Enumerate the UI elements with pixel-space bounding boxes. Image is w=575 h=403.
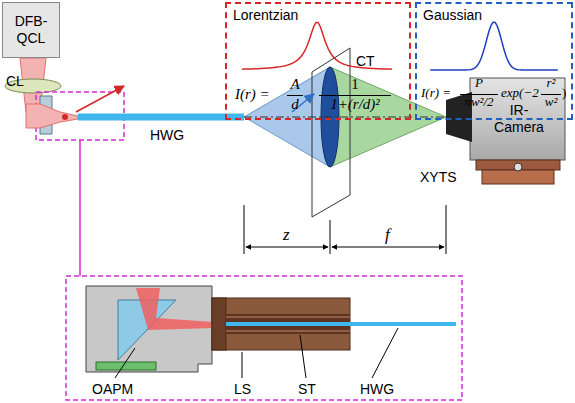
formula-part: 1+(r/d)² [330, 96, 380, 113]
leader-lines [115, 328, 398, 378]
detail-leader [79, 140, 81, 276]
camera-box: IR-Camera [488, 94, 550, 144]
part-label: HWG [360, 382, 394, 397]
part-label: OAPM [92, 382, 133, 397]
fraction-bar [541, 94, 561, 95]
lens-plane [312, 48, 350, 217]
part-label: XYTS [420, 170, 457, 185]
profile-box: GaussianI(r) = Pπw²/2 exp(−2 r² w²) [415, 2, 573, 120]
formula-part: I(r) = [421, 86, 451, 100]
detail-inset [66, 276, 462, 400]
profile-title: Gaussian [423, 8, 482, 23]
formula-part: r² [547, 76, 556, 90]
formula-part: πw²/2 [464, 95, 493, 109]
box-label: DFB-QCL [7, 13, 55, 47]
inset-beam [136, 288, 214, 330]
lorentzian-curve [242, 22, 392, 69]
formula-part: I(r) = [235, 86, 270, 103]
box-label: IR-Camera [492, 102, 546, 136]
formula-part: A [290, 76, 299, 93]
mount-base [96, 362, 156, 370]
profile-box: LorentzianI(r) = Ad 1 1+(r/d)² [225, 2, 411, 120]
dimension-label: f [385, 226, 390, 245]
translation-stage [482, 170, 554, 184]
callout-arrow [76, 86, 124, 112]
part-label: ST [298, 382, 316, 397]
formula-part: exp(−2 [501, 86, 539, 100]
hollow-waveguide [78, 114, 244, 121]
dimension-label: z [283, 226, 290, 245]
part-label: HWG [150, 128, 184, 143]
formula-part: 1 [351, 76, 359, 93]
profile-title: Lorentzian [233, 8, 298, 23]
stage-knob [514, 163, 522, 171]
inset-waveguide [226, 322, 456, 326]
part-label: CT [356, 54, 375, 69]
callout-arrow [292, 94, 314, 112]
laser-box: DFB-QCL [2, 2, 60, 58]
part-label: CL [6, 74, 24, 89]
part-label: LS [234, 382, 251, 397]
formula-part: ) [562, 86, 566, 100]
dimension-lines [244, 205, 446, 254]
focus-spot [62, 114, 68, 120]
optical-axis [244, 117, 462, 118]
fraction-bar [460, 94, 498, 95]
sleeve-rim [212, 298, 226, 350]
gaussian-curve [430, 22, 558, 70]
fraction-bar [287, 95, 303, 96]
formula-part: w² [545, 95, 558, 109]
fraction-bar [319, 95, 391, 96]
formula-part: P [475, 76, 483, 90]
focused-beam [26, 104, 78, 128]
formula-part: d [291, 96, 299, 113]
translation-stage [476, 160, 560, 170]
